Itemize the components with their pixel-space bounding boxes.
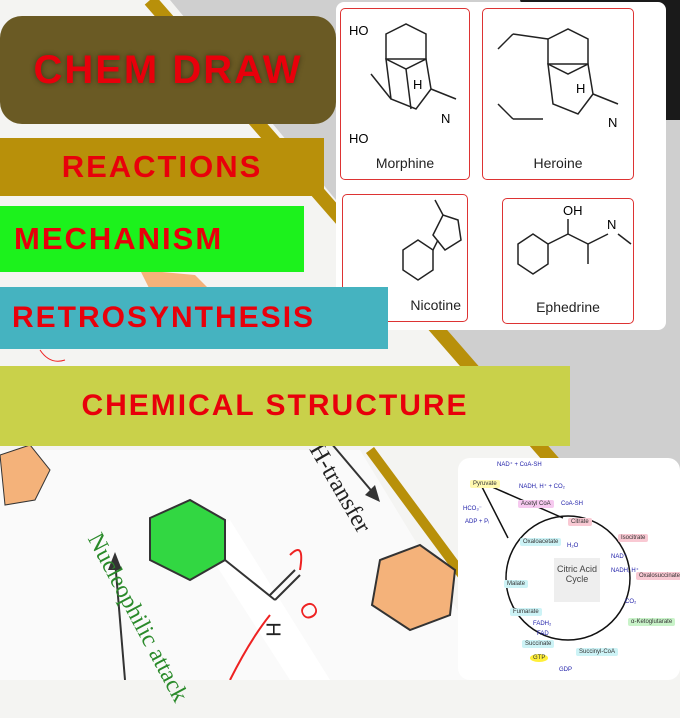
atom-label: N	[607, 217, 617, 232]
gtp-star: GTP	[530, 654, 549, 662]
molecule-morphine: HO HO H N Morphine	[340, 8, 470, 180]
cofactor-label: NADH, H⁺	[611, 568, 639, 574]
cofactor-label: GDP	[559, 667, 573, 673]
citric-acid-cycle-diagram: Citric Acid Cycle Pyruvate Acetyl CoA Ci…	[458, 458, 680, 680]
atom-label: HO	[349, 23, 369, 38]
hydrogen-label: H	[261, 622, 284, 637]
node-acetyl-coa: Acetyl CoA	[518, 500, 554, 508]
molecule-name: Ephedrine	[536, 299, 600, 315]
cofactor-label: HCO₃⁻	[463, 506, 482, 512]
atom-label: N	[608, 115, 618, 130]
ephedrine-structure	[517, 219, 632, 275]
node-isocitrate: Isocitrate	[618, 534, 649, 542]
cofactor-label: H₂O	[567, 543, 579, 549]
atom-label: H	[576, 81, 586, 96]
cofactor-label: ADP + Pᵢ	[465, 519, 490, 525]
atom-label: HO	[349, 131, 369, 146]
banner-retrosynthesis: RETROSYNTHESIS	[0, 287, 388, 349]
node-oxaloacetate: Oxaloacetate	[520, 538, 562, 546]
banner-mechanism: MECHANISM	[0, 206, 304, 272]
banner-chemical-structure: CHEMICAL STRUCTURE	[0, 366, 570, 446]
atom-label: OH	[563, 203, 583, 218]
cofactor-label: NAD⁺	[611, 554, 627, 560]
node-succinate: Succinate	[522, 640, 555, 648]
banner-reactions: REACTIONS	[0, 138, 324, 196]
node-alpha-ketoglutarate: α-Ketoglutarate	[628, 618, 676, 626]
heroine-structure	[497, 28, 619, 120]
node-citrate: Citrate	[568, 518, 592, 526]
molecule-name: Nicotine	[410, 297, 461, 313]
atom-label: H	[413, 77, 423, 92]
molecules-panel: HO HO H N Morphine H N Heroine Nicotine …	[336, 2, 666, 330]
cofactor-label: CoA-SH	[561, 501, 584, 507]
title-banner: CHEM DRAW	[0, 16, 336, 124]
cycle-center-label: Citric Acid Cycle	[554, 558, 600, 602]
atom-label: N	[441, 111, 451, 126]
nicotine-structure	[402, 199, 462, 281]
node-oxalosuccinate: Oxalosuccinate	[636, 572, 680, 580]
node-succinyl-coa: Succinyl-CoA	[576, 648, 619, 656]
cofactor-label: NAD⁺ + CoA-SH	[497, 462, 542, 468]
molecule-name: Morphine	[375, 155, 435, 171]
node-pyruvate: Pyruvate	[470, 480, 500, 488]
morphine-structure	[370, 23, 457, 110]
cofactor-label: NADH, H⁺ + CO₂	[519, 484, 566, 490]
molecule-ephedrine: OH N Ephedrine	[502, 198, 634, 324]
molecule-heroine: H N Heroine	[482, 8, 634, 180]
cofactor-label: CO₂	[625, 599, 637, 605]
cofactor-label: FAD	[537, 631, 549, 637]
node-malate: Malate	[504, 580, 529, 588]
molecule-name: Heroine	[533, 155, 583, 171]
cofactor-label: FADH₂	[533, 621, 552, 627]
node-fumarate: Fumarate	[510, 608, 542, 616]
